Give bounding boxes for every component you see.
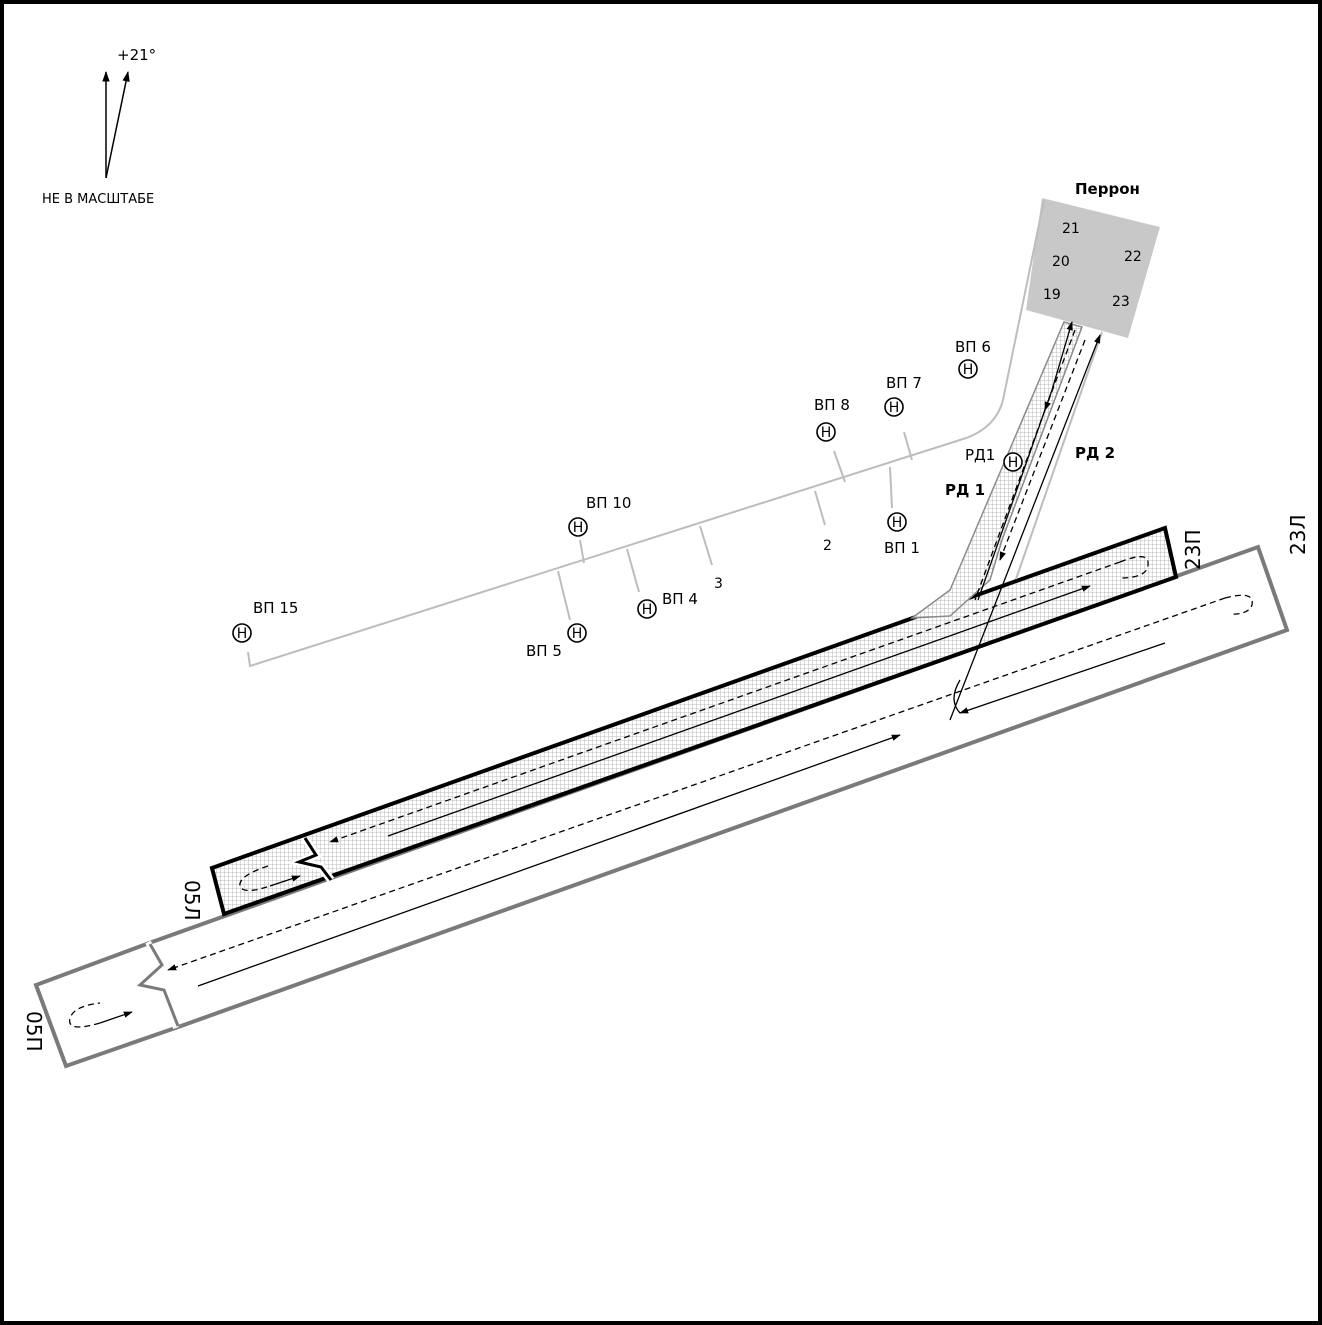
taxiway-rd1 (909, 321, 1083, 619)
stand-20: 20 (1052, 254, 1070, 270)
taxiway-label-rd1-holding: РД1 (965, 446, 995, 464)
runway-05P-23L (33, 544, 1290, 1069)
apron-title: Перрон (1075, 180, 1140, 198)
holding-label-vp15: ВП 15 (253, 599, 298, 617)
holding-label-vp7: ВП 7 (886, 374, 922, 392)
holding-marker-vp10: Н (568, 517, 588, 537)
taxi-routes (68, 321, 1253, 1028)
holding-label-vp4: ВП 4 (662, 590, 698, 608)
north-arrow: +21° НЕ В МАСШТАБЕ (42, 46, 156, 207)
svg-text:Н: Н (572, 626, 583, 642)
svg-text:Н: Н (892, 515, 903, 531)
stub-label-3: 3 (714, 576, 723, 592)
svg-text:Н: Н (573, 520, 584, 536)
stand-21: 21 (1062, 221, 1080, 237)
holding-label-vp5: ВП 5 (526, 642, 562, 660)
svg-text:Н: Н (237, 626, 248, 642)
holding-marker-vp1: Н (887, 512, 907, 532)
holding-marker-vp5: Н (567, 623, 587, 643)
svg-text:Н: Н (963, 362, 974, 378)
taxiway-label-rd1: РД 1 (945, 481, 985, 499)
runway-end-05L: 05Л (180, 880, 204, 921)
svg-text:Н: Н (1008, 455, 1019, 471)
stub-label-2: 2 (823, 538, 832, 554)
runway-05L-23P (209, 525, 1179, 917)
runway-end-23P: 23П (1181, 530, 1205, 571)
taxiway-label-rd2: РД 2 (1075, 444, 1115, 462)
taxiway-rd2 (1015, 331, 1103, 580)
holding-label-vp6: ВП 6 (955, 338, 991, 356)
parallel-taxiway (247, 199, 1045, 668)
svg-text:Н: Н (642, 602, 653, 618)
stand-23: 23 (1112, 294, 1130, 310)
runway-end-05P: 05П (22, 1011, 46, 1052)
holding-marker-vp8: Н (816, 422, 836, 442)
holding-label-vp8: ВП 8 (814, 396, 850, 414)
magnetic-declination: +21° (117, 46, 156, 64)
holding-marker-vp4: Н (637, 599, 657, 619)
holding-marker-vp7: Н (884, 397, 904, 417)
svg-text:Н: Н (821, 425, 832, 441)
stand-19: 19 (1043, 287, 1061, 303)
holding-marker-vp6: Н (958, 359, 978, 379)
holding-label-vp1: ВП 1 (884, 539, 920, 557)
scale-note: НЕ В МАСШТАБЕ (42, 192, 154, 207)
holding-label-vp10: ВП 10 (586, 494, 631, 512)
apron: Перрон 21 20 22 19 23 (1026, 180, 1160, 338)
svg-text:Н: Н (889, 400, 900, 416)
holding-marker-rd1: Н (1003, 452, 1023, 472)
holding-markers: Н Н Н Н Н Н Н Н Н (232, 359, 1023, 643)
holding-marker-vp15: Н (232, 623, 252, 643)
stand-22: 22 (1124, 249, 1142, 265)
runway-end-23L: 23Л (1286, 515, 1310, 556)
